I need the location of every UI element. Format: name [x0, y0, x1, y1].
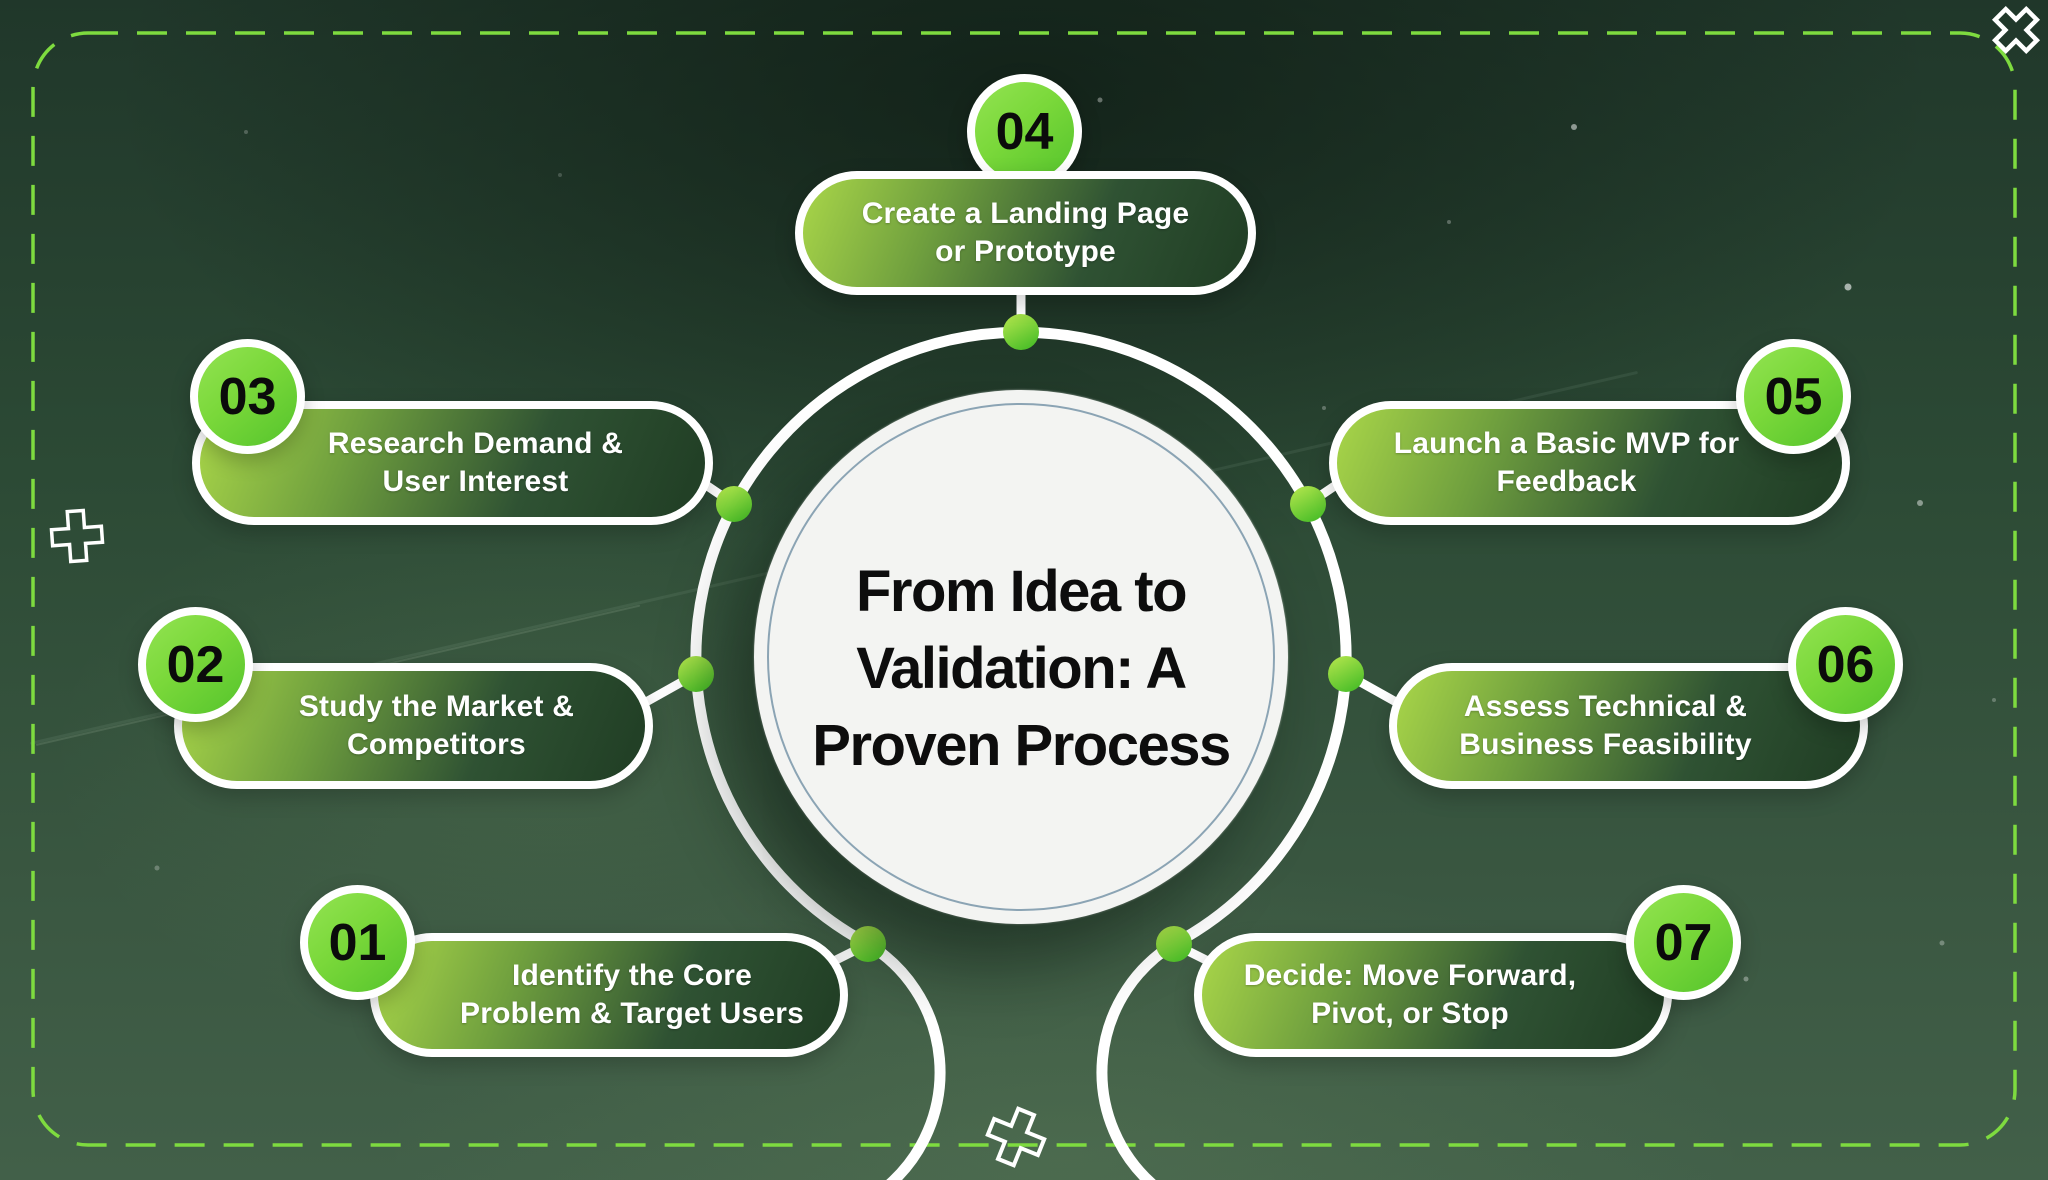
step-02-number-badge: 02: [138, 607, 253, 722]
step-02-pill: Study the Market & Competitors: [174, 663, 653, 789]
dashed-border: [31, 31, 2017, 1147]
step-05-number-badge: 05: [1736, 339, 1851, 454]
step-06-label-line2: Business Feasibility: [1459, 728, 1752, 761]
step-02-label-line2: Competitors: [347, 728, 526, 761]
step-01-label: Identify the Core Problem & Target Users: [414, 957, 804, 1033]
step-04-number: 04: [995, 102, 1054, 161]
step-05-number: 05: [1764, 367, 1823, 426]
step-01-number-badge: 01: [300, 885, 415, 1000]
step-07-label-line2: Pivot, or Stop: [1311, 997, 1509, 1030]
step-03-label: Research Demand & User Interest: [282, 425, 623, 501]
title-line-3: Proven Process: [812, 712, 1231, 778]
step-03-label-line1: Research Demand &: [327, 427, 624, 460]
step-05-label-line1: Launch a Basic MVP for: [1393, 427, 1740, 460]
step-07-label: Decide: Move Forward, Pivot, or Stop: [1244, 957, 1623, 1033]
step-01-label-line2: Problem & Target Users: [460, 997, 804, 1030]
step-04-label-line2: or Prototype: [935, 235, 1116, 268]
step-01-number: 01: [328, 913, 387, 972]
step-03-label-line2: User Interest: [382, 465, 569, 498]
step-05-label: Launch a Basic MVP for Feedback: [1394, 425, 1786, 501]
sparkle-x-icon: [1991, 5, 2041, 55]
step-07-pill: Decide: Move Forward, Pivot, or Stop: [1194, 933, 1672, 1057]
step-07-number: 07: [1654, 913, 1713, 972]
ring-node-dot-02: [678, 656, 714, 692]
title-line-2: Validation: A: [856, 635, 1187, 701]
plus-icon-left: [49, 508, 105, 564]
ring-node-dot-06: [1328, 656, 1364, 692]
step-02-label: Study the Market & Competitors: [253, 688, 574, 764]
step-01-label-line1: Identify the Core: [511, 959, 753, 992]
step-06-label: Assess Technical & Business Feasibility: [1459, 688, 1797, 764]
step-02-label-line1: Study the Market &: [298, 690, 575, 723]
title-line-1: From Idea to: [855, 558, 1188, 624]
step-04-label-line1: Create a Landing Page: [861, 197, 1190, 230]
step-07-number-badge: 07: [1626, 885, 1741, 1000]
step-05-label-line2: Feedback: [1496, 465, 1637, 498]
step-02-number: 02: [166, 635, 225, 694]
ring-node-dot-05: [1290, 486, 1326, 522]
step-06-number-badge: 06: [1788, 607, 1903, 722]
step-06-pill: Assess Technical & Business Feasibility: [1389, 663, 1868, 789]
step-01-pill: Identify the Core Problem & Target Users: [370, 933, 848, 1057]
step-06-number: 06: [1816, 635, 1875, 694]
step-06-label-line1: Assess Technical &: [1463, 690, 1748, 723]
step-04-pill: Create a Landing Page or Prototype: [795, 171, 1256, 295]
ring-node-dot-03: [716, 486, 752, 522]
ring-node-dots: [678, 314, 1364, 962]
center-circle: From Idea to Validation: A Proven Proces…: [754, 390, 1288, 924]
plus-icon-bottom: [985, 1106, 1047, 1168]
step-04-label: Create a Landing Page or Prototype: [862, 195, 1190, 271]
ring-node-dot-07: [1156, 926, 1192, 962]
ring-tail-left: [862, 938, 946, 1180]
step-03-number-badge: 03: [190, 339, 305, 454]
step-03-number: 03: [218, 367, 277, 426]
ring-node-dot-04: [1003, 314, 1039, 350]
step-07-label-line1: Decide: Move Forward,: [1243, 959, 1577, 992]
page-title: From Idea to Validation: A Proven Proces…: [812, 531, 1231, 784]
ring-node-dot-01: [850, 926, 886, 962]
ring-tail-right: [1096, 938, 1180, 1180]
